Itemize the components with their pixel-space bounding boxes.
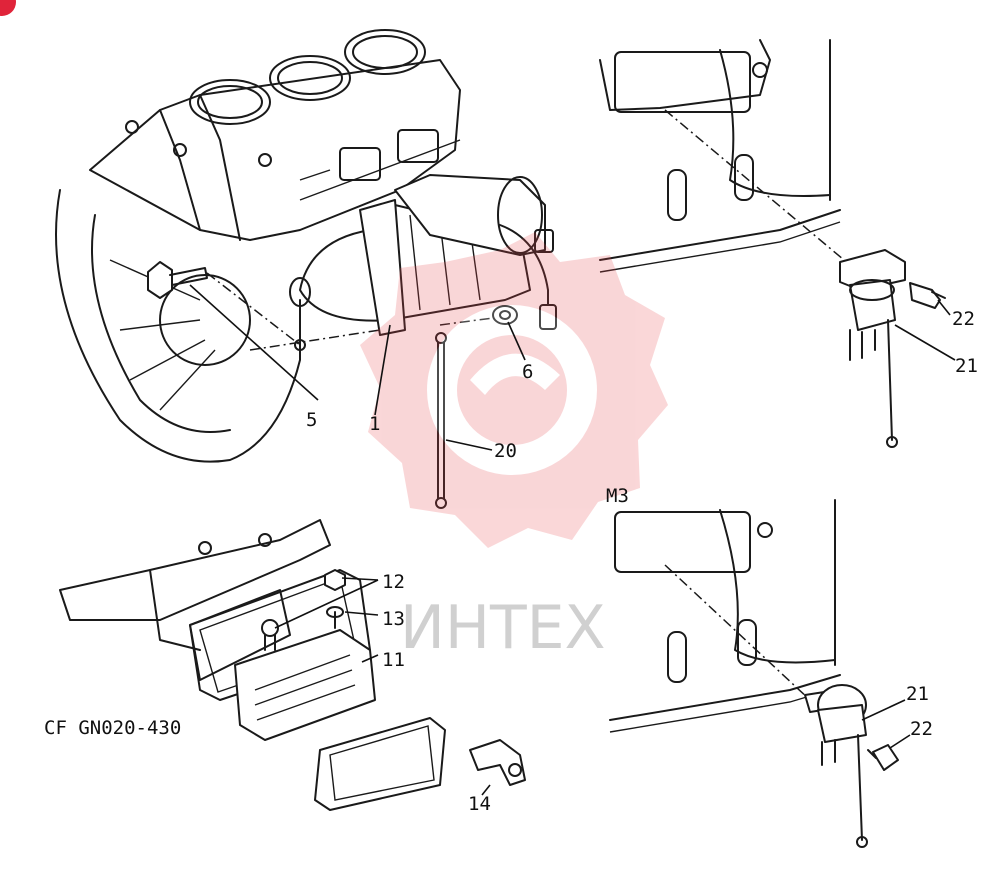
sender-part-21-top (839, 249, 906, 448)
callout-12: 12 (382, 571, 405, 593)
sender-part-21-bottom (804, 684, 868, 848)
callout-14: 14 (468, 793, 491, 815)
engine-block (55, 29, 461, 463)
callout-21-bottom: 21 (906, 683, 929, 705)
callout-22-top: 22 (952, 308, 975, 330)
engine-side-top (599, 39, 851, 273)
nut-part-12 (324, 569, 346, 591)
callout-13: 13 (382, 608, 405, 630)
corner-badge (0, 0, 16, 16)
washer-part-13 (326, 606, 344, 618)
plug-part-22-top (909, 282, 946, 309)
cable-part-20 (249, 329, 447, 509)
bracket-part-14 (469, 739, 526, 786)
callout-20: 20 (494, 440, 517, 462)
plug-part-22-bottom (867, 744, 899, 771)
leader-lines (189, 284, 956, 796)
intake-manifold (59, 519, 331, 681)
bolt-part-5 (147, 261, 301, 346)
engine-side-bottom (609, 499, 841, 733)
watermark (360, 232, 668, 548)
callout-5: 5 (306, 409, 317, 431)
callout-11: 11 (382, 649, 405, 671)
heater-part-11 (234, 611, 376, 741)
reference-label: CF GN020-430 (44, 717, 181, 739)
callout-21-top: 21 (955, 355, 978, 377)
callout-22-bottom: 22 (910, 718, 933, 740)
watermark-gear-icon (360, 232, 668, 548)
starter-motor (289, 174, 557, 336)
gasket-lower (314, 717, 446, 811)
callout-1: 1 (369, 413, 380, 435)
variant-label: M3 (606, 485, 629, 507)
callout-6: 6 (522, 361, 533, 383)
watermark-text: ИНТЕХ (400, 593, 606, 663)
washer-part-6 (439, 305, 518, 326)
